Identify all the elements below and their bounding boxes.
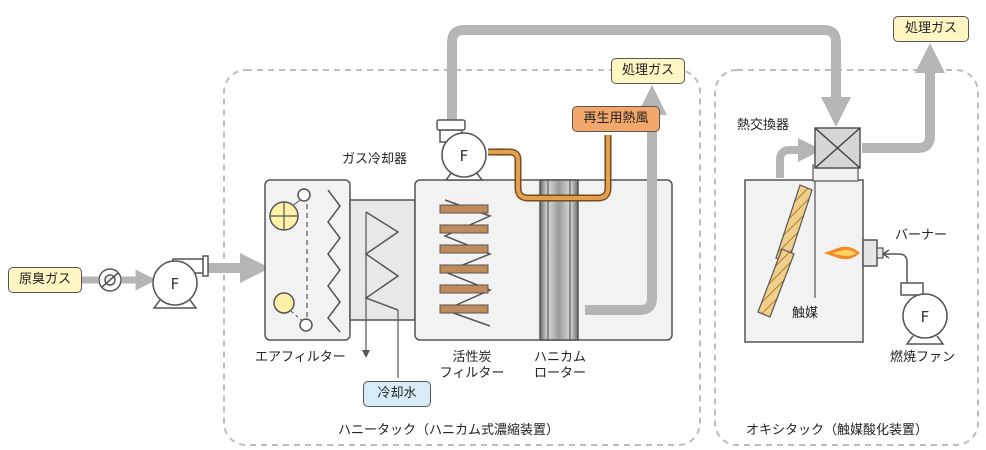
catalyst-label: 触媒 [792,306,819,321]
honeycomb-rotor-label: ハニカム ローター [522,350,598,382]
combustion-fan-icon: F [900,282,948,345]
carbon-filter-label: 活性炭 フィルター [430,350,514,382]
combustion-fan-label: 燃焼ファン [890,350,956,365]
inlet-flow [82,253,270,291]
honeycomb-rotor [539,179,579,341]
concentrator-outlet-flow [585,85,667,315]
carbon-filter-label-line2: フィルター [439,366,505,381]
final-outlet-flow [862,43,945,153]
oxytack-title: オキシタック（触媒酸化装置） [746,423,929,438]
carbon-filter-label-line1: 活性炭 [452,350,492,365]
oxytack-enclosure [714,69,979,446]
damper-icon [98,268,122,292]
inlet-fan-icon: F [152,255,209,309]
burner-icon [824,239,884,267]
honeycomb-rotor-label-line2: ローター [533,366,586,381]
raw-gas-label: 原臭ガス [8,267,82,293]
gas-cooler-coil [349,199,416,378]
svg-text:F: F [460,147,469,165]
burner-label: バーナー [895,228,948,243]
air-filter-unit [264,179,351,341]
svg-text:F: F [171,275,180,293]
combustion-air-line [881,249,908,288]
activated-carbon-filter [439,199,493,327]
concentrated-gas-duct [447,25,851,127]
cooling-water-label: 冷却水 [363,381,431,407]
treated-gas-label-concentrator: 処理ガス [611,58,685,84]
treated-gas-label-final: 処理ガス [893,16,969,42]
regen-hot-air-ducts [488,135,612,202]
heat-exchanger-icon [814,127,861,169]
heat-exchanger-label: 熱交換器 [737,118,790,133]
regen-hot-air-label: 再生用熱風 [572,106,660,132]
svg-text:F: F [921,308,930,326]
air-filter-label: エアフィルター [255,350,346,365]
exchanger-to-reactor-flow [776,138,822,178]
honeycomb-rotor-label-line1: ハニカム [533,350,586,365]
gas-cooler-label: ガス冷却器 [342,152,408,167]
catalyst-block [757,184,813,318]
honeytack-enclosure [223,69,701,446]
gas-cooler-fan-icon: F [436,119,487,181]
honeytack-title: ハニータック（ハニカム式濃縮装置） [338,423,560,438]
